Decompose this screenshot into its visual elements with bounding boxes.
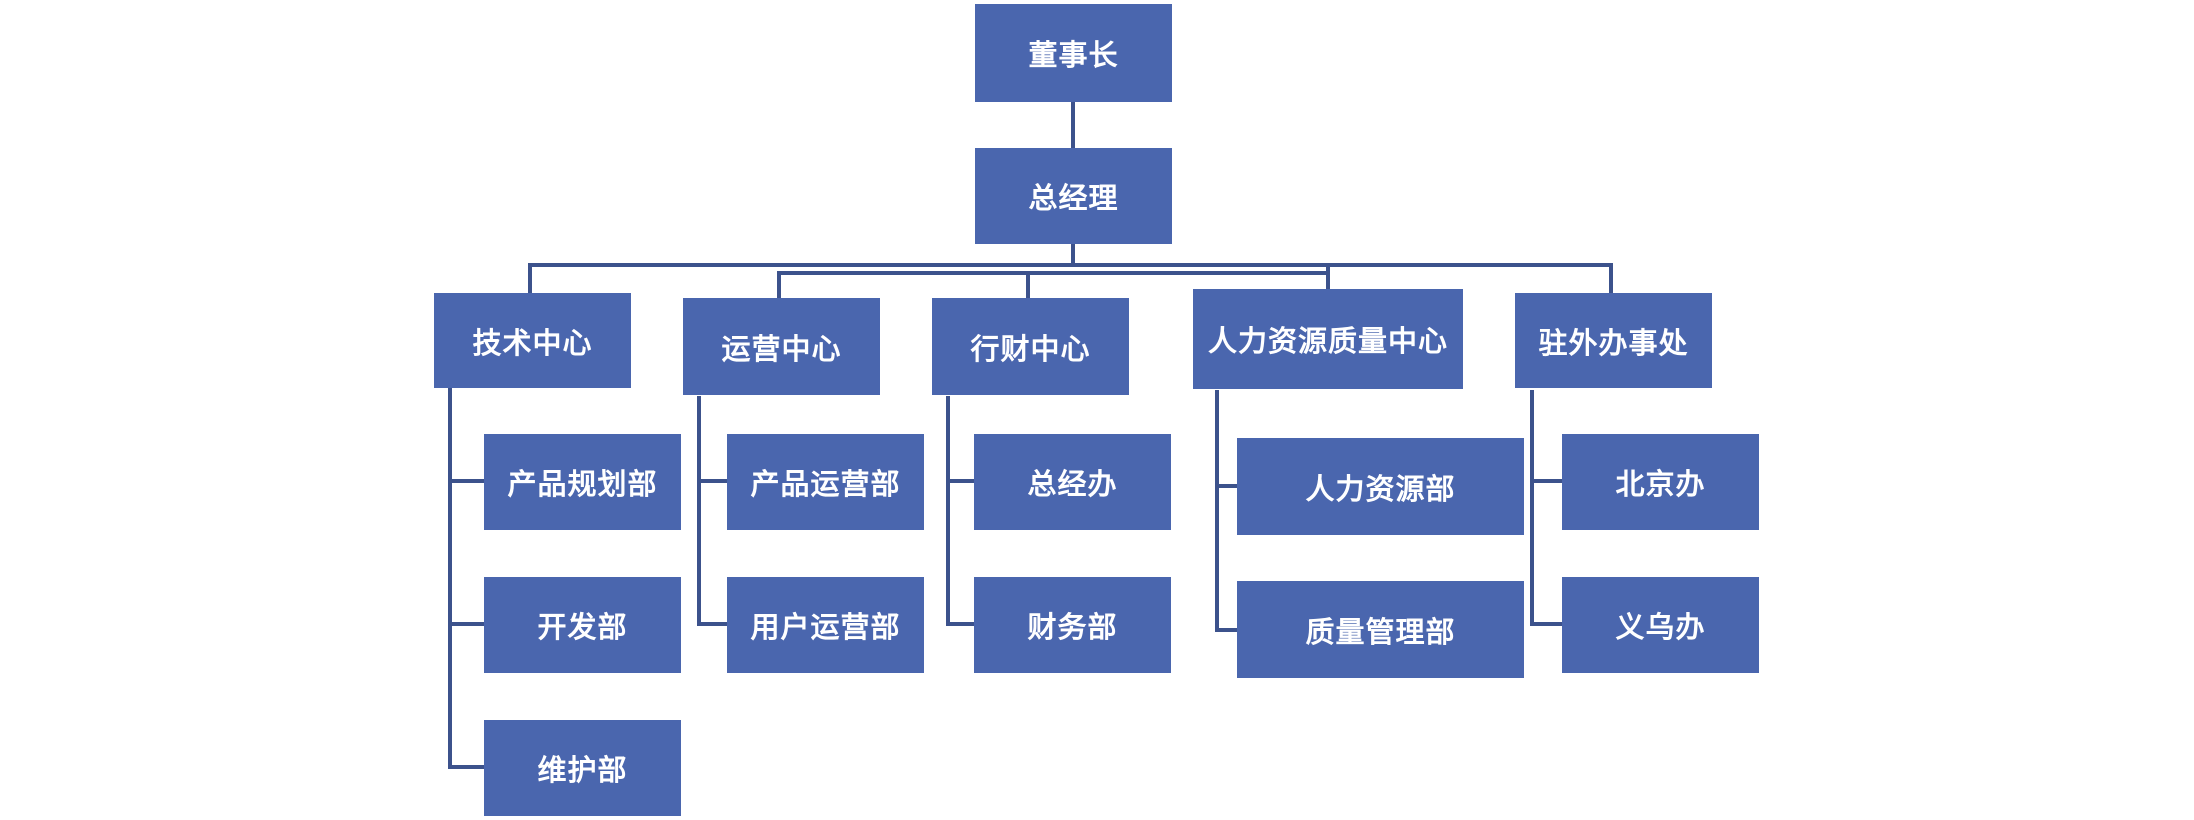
node-general-manager: 总经理	[975, 148, 1172, 244]
connector-office-dept-2	[1530, 622, 1562, 626]
node-dept-user-operations: 用户运营部	[727, 577, 924, 673]
connector-tech-dept-3	[448, 765, 484, 769]
node-dept-yiwu: 义乌办	[1562, 577, 1759, 673]
node-general-manager-label: 总经理	[1028, 181, 1119, 215]
node-dept-product-planning: 产品规划部	[484, 434, 681, 530]
node-center-hr-label: 人力资源质量中心	[1207, 324, 1448, 358]
node-center-admin-label: 行财中心	[970, 331, 1091, 366]
connector-drop-tech	[528, 263, 532, 293]
connector-center-bus-upper	[530, 263, 1612, 267]
node-center-office-label: 驻外办事处	[1538, 325, 1689, 360]
node-dept-maintenance: 维护部	[484, 720, 681, 816]
connector-hr-dept-2	[1215, 628, 1237, 632]
node-dept-gm-office: 总经办	[974, 434, 1171, 530]
node-dept-development-label: 开发部	[537, 610, 628, 644]
node-center-office: 驻外办事处	[1515, 293, 1712, 388]
node-dept-beijing-label: 北京办	[1615, 467, 1706, 501]
connector-drop-admin	[1026, 271, 1030, 299]
node-dept-user-operations-label: 用户运营部	[750, 610, 901, 644]
connector-chairman-gm	[1071, 102, 1075, 148]
node-dept-finance: 财务部	[974, 577, 1171, 673]
connector-admin-dept-1	[946, 479, 974, 483]
node-dept-product-planning-label: 产品规划部	[507, 467, 658, 501]
connector-gm-down	[1071, 244, 1075, 264]
connector-ops-dept-1	[697, 479, 727, 483]
node-dept-product-operations-label: 产品运营部	[750, 467, 901, 501]
connector-drop-hr	[1326, 263, 1330, 289]
connector-drop-office	[1609, 263, 1613, 293]
node-center-hr: 人力资源质量中心	[1193, 289, 1463, 389]
connector-ops-spine	[697, 396, 701, 626]
node-dept-hr: 人力资源部	[1237, 438, 1524, 535]
node-center-tech: 技术中心	[434, 293, 631, 388]
node-center-tech-label: 技术中心	[472, 325, 593, 360]
node-dept-product-operations: 产品运营部	[727, 434, 924, 530]
connector-tech-dept-2	[448, 622, 484, 626]
node-chairman-label: 董事长	[1028, 38, 1119, 72]
connector-ops-dept-2	[697, 622, 727, 626]
node-dept-finance-label: 财务部	[1027, 610, 1118, 644]
connector-tech-spine	[448, 388, 452, 769]
connector-office-dept-1	[1530, 479, 1562, 483]
connector-hr-spine	[1215, 390, 1219, 632]
node-dept-development: 开发部	[484, 577, 681, 673]
node-chairman: 董事长	[975, 4, 1172, 102]
connector-center-bus-lower	[778, 271, 1328, 275]
node-dept-quality-label: 质量管理部	[1305, 614, 1456, 649]
node-dept-quality: 质量管理部	[1237, 581, 1524, 678]
node-dept-hr-label: 人力资源部	[1305, 471, 1456, 506]
connector-hr-dept-1	[1215, 484, 1237, 488]
connector-admin-spine	[946, 396, 950, 626]
node-center-admin: 行财中心	[932, 298, 1129, 395]
connector-office-spine	[1530, 390, 1534, 626]
connector-drop-ops	[777, 271, 781, 299]
connector-tech-dept-1	[448, 479, 484, 483]
node-dept-gm-office-label: 总经办	[1027, 467, 1118, 501]
node-center-ops: 运营中心	[683, 298, 880, 395]
node-dept-maintenance-label: 维护部	[537, 753, 628, 787]
node-dept-yiwu-label: 义乌办	[1615, 610, 1706, 644]
node-center-ops-label: 运营中心	[721, 331, 842, 366]
connector-admin-dept-2	[946, 622, 974, 626]
node-dept-beijing: 北京办	[1562, 434, 1759, 530]
